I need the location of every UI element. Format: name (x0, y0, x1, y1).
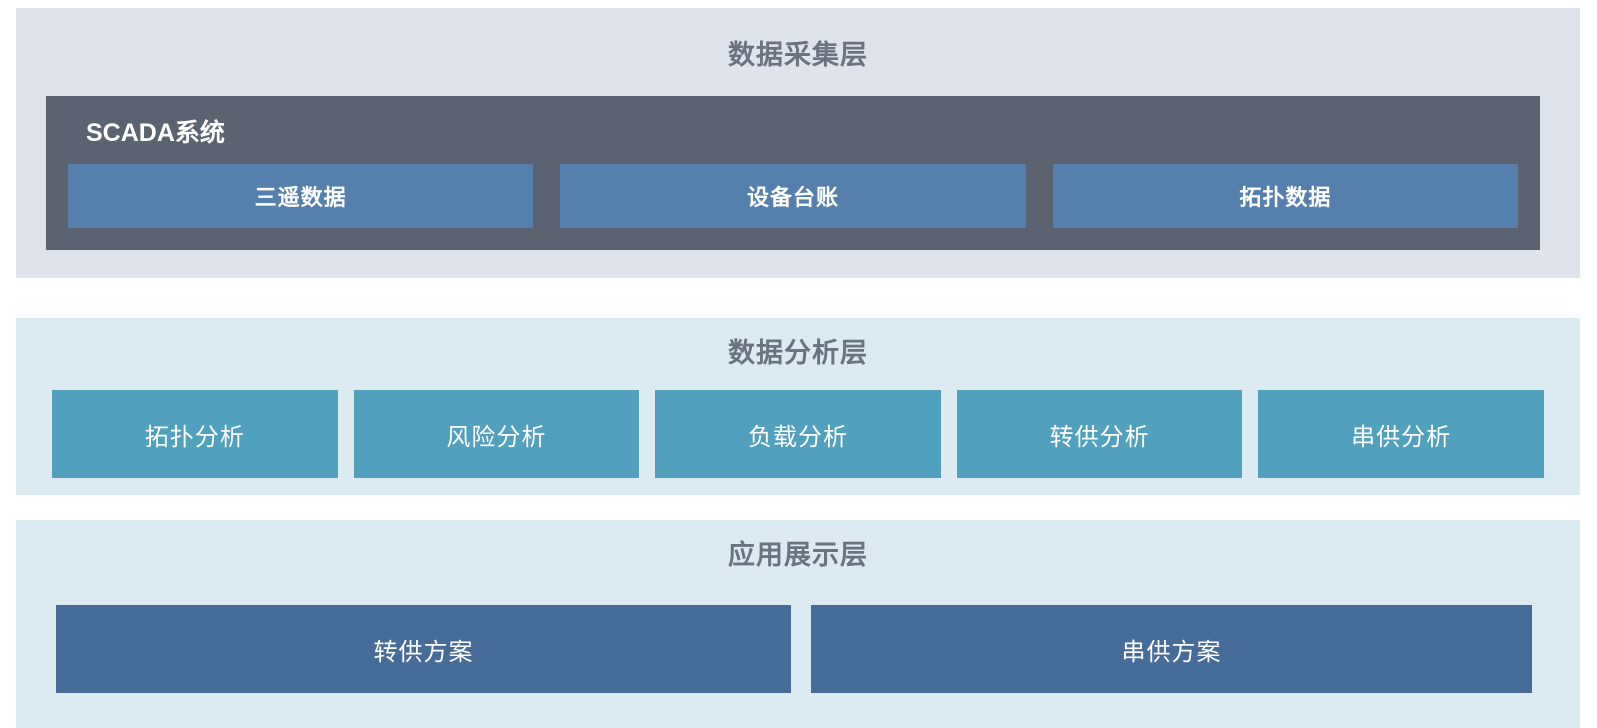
analysis-item-list: 拓扑分析 风险分析 负载分析 转供分析 串供分析 (52, 390, 1544, 478)
scada-system-group: SCADA系统 三遥数据 设备台账 拓扑数据 (46, 96, 1540, 250)
analysis-item-series-supply[interactable]: 串供分析 (1258, 390, 1544, 478)
analysis-item-risk[interactable]: 风险分析 (353, 390, 640, 478)
layer-panel-application-display: 应用展示层 转供方案 串供方案 (16, 520, 1580, 728)
scada-item-telemetry-data[interactable]: 三遥数据 (68, 164, 534, 228)
layer-title-data-analysis: 数据分析层 (728, 338, 868, 368)
analysis-item-load[interactable]: 负载分析 (655, 390, 941, 478)
scada-system-label: SCADA系统 (86, 119, 225, 147)
layer-panel-data-collection: 数据采集层 SCADA系统 三遥数据 设备台账 拓扑数据 (16, 8, 1580, 278)
application-item-series-supply-plan[interactable]: 串供方案 (811, 605, 1532, 693)
layer-title-data-collection: 数据采集层 (728, 40, 868, 70)
analysis-item-transfer-supply[interactable]: 转供分析 (956, 390, 1243, 478)
application-item-list: 转供方案 串供方案 (56, 605, 1532, 693)
scada-item-list: 三遥数据 设备台账 拓扑数据 (68, 164, 1518, 228)
application-item-transfer-supply-plan[interactable]: 转供方案 (56, 605, 791, 693)
scada-item-equipment-ledger[interactable]: 设备台账 (560, 164, 1026, 228)
layer-title-application-display: 应用展示层 (728, 540, 868, 570)
analysis-item-topology[interactable]: 拓扑分析 (52, 390, 338, 478)
layer-panel-data-analysis: 数据分析层 拓扑分析 风险分析 负载分析 转供分析 串供分析 (16, 318, 1580, 495)
scada-item-topology-data[interactable]: 拓扑数据 (1052, 164, 1518, 228)
